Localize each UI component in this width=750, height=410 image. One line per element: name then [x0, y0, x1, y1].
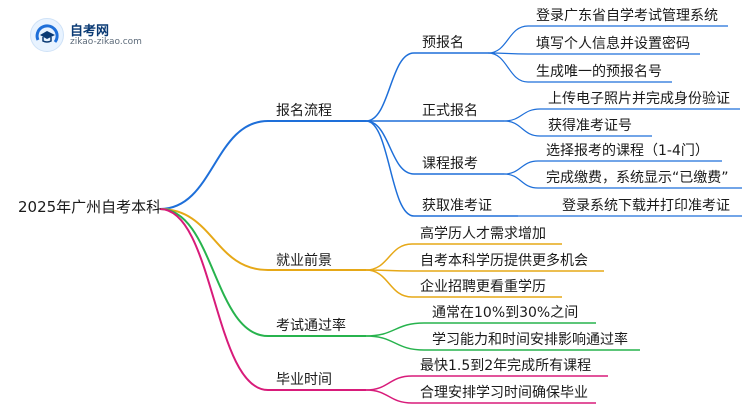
leaf-fastest-graduation: 最快1.5到2年完成所有课程 [420, 358, 592, 374]
connector-leaf-fastest [365, 375, 413, 391]
leaf-complete-payment: 完成缴费，系统显示“已缴费” [546, 170, 729, 186]
connector-leaf-ticket-number [503, 120, 541, 137]
connector-to-huoqu-zhunkaozheng [365, 120, 415, 217]
node-huoqu-zhunkaozheng: 获取准考证 [422, 198, 492, 214]
branch-baoming-liucheng: 报名流程 [276, 103, 332, 119]
site-logo: 自考网 zikao-zikao.com [30, 18, 190, 52]
leaf-upload-photo: 上传电子照片并完成身份验证 [548, 91, 730, 107]
connector-leaf-talent [365, 243, 413, 271]
connector-root-baoming [159, 120, 269, 210]
logo-url: zikao-zikao.com [70, 37, 142, 47]
node-yubaoming: 预报名 [422, 35, 464, 51]
connector-leaf-degree [365, 269, 413, 298]
node-zhengshi-baoming: 正式报名 [422, 103, 478, 119]
connector-leaf-upload [503, 108, 541, 122]
connector-leaf-pass-factors [365, 335, 425, 351]
leaf-login-system: 登录广东省自学考试管理系统 [536, 8, 718, 24]
connector-root-biye [159, 208, 269, 391]
node-kecheng-baokao: 课程报考 [422, 156, 478, 172]
leaf-generate-number: 生成唯一的预报名号 [536, 64, 662, 80]
connector-leaf-payment [503, 173, 539, 189]
leaf-pass-rate-range: 通常在10%到30%之间 [432, 305, 579, 321]
connector-leaf-generate [487, 52, 529, 83]
root-node: 2025年广州自考本科 [18, 198, 162, 216]
connector-root-tongguolv [159, 208, 269, 337]
branch-kaoshi-tongguolv: 考试通过率 [276, 318, 346, 334]
connector-to-kecheng-baokao [365, 120, 415, 175]
branch-jiuye-qianjing: 就业前景 [276, 253, 332, 269]
leaf-select-courses: 选择报考的课程（1-4门） [546, 143, 709, 159]
leaf-fill-info: 填写个人信息并设置密码 [536, 36, 690, 52]
connector-leaf-pass-range [365, 322, 425, 337]
leaf-pass-rate-factors: 学习能力和时间安排影响通过率 [432, 332, 628, 348]
leaf-value-degree: 企业招聘更看重学历 [420, 279, 546, 295]
graduation-cap-icon [30, 18, 64, 52]
connector-to-yubaoming [365, 52, 415, 122]
leaf-download-ticket: 登录系统下载并打印准考证 [562, 198, 730, 214]
connector-leaf-plan [365, 389, 413, 404]
leaf-plan-study-time: 合理安排学习时间确保毕业 [420, 385, 588, 401]
logo-site-name: 自考网 [70, 24, 110, 39]
connector-root-jiuye [159, 208, 269, 271]
connector-leaf-login [487, 25, 529, 54]
leaf-get-ticket-number: 获得准考证号 [548, 118, 632, 134]
leaf-more-opportunities: 自考本科学历提供更多机会 [420, 253, 588, 269]
leaf-talent-demand: 高学历人才需求增加 [420, 226, 546, 242]
connector-leaf-courses [503, 160, 539, 175]
branch-biye-shijian: 毕业时间 [276, 372, 332, 388]
